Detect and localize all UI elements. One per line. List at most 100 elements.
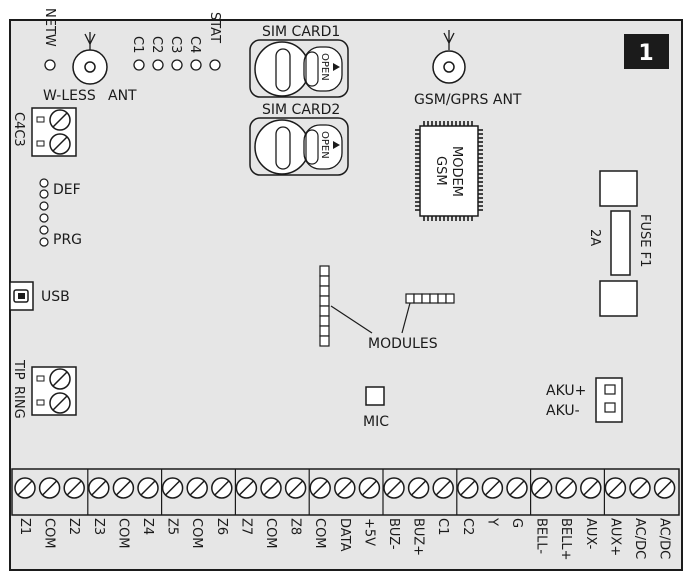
figure-badge [624, 34, 669, 69]
sim-card2-holder: OPEN [249, 117, 349, 176]
terminal-label: DATA [337, 518, 352, 552]
terminal-label: Z8 [288, 518, 303, 535]
terminal-screw [604, 477, 627, 499]
c4c3-screw-terminal [31, 107, 77, 157]
terminal-label: BELL+ [558, 518, 573, 561]
led-c1: C1 [130, 36, 145, 71]
terminal-screw [334, 477, 356, 499]
modem-label: MODEM [449, 146, 464, 197]
terminal-screw [457, 477, 479, 499]
terminal-screw [260, 477, 282, 499]
terminal-label: Z1 [17, 518, 32, 535]
gsm-modem-chip: GSM MODEM [415, 121, 483, 221]
netw-led [44, 59, 56, 71]
terminal-label: Z2 [66, 518, 81, 535]
usb-port-icon[interactable] [9, 281, 34, 311]
terminal-screw [186, 477, 208, 499]
terminal-screw [309, 477, 331, 499]
tip-ring-screw-terminal [31, 366, 77, 416]
terminal-label: G [509, 518, 524, 528]
fuse-label: FUSE F1 [637, 214, 652, 267]
terminal-screw [161, 477, 184, 499]
terminal-screw [481, 477, 504, 499]
terminal-label: COM [115, 518, 130, 549]
prg-label: PRG [53, 232, 82, 248]
modules-leader-line-2 [401, 302, 411, 334]
led-label-c2: C2 [149, 36, 164, 53]
terminal-screw [506, 477, 528, 499]
terminal-screw [284, 477, 307, 499]
sim2-open-label: OPEN [319, 131, 330, 159]
terminal-screw [358, 477, 381, 499]
fuse-body [610, 210, 631, 276]
terminal-strip [11, 468, 680, 516]
terminal-screw [383, 477, 405, 499]
terminal-screw [555, 477, 577, 499]
netw-label: NETW [42, 8, 57, 47]
terminal-screw [211, 477, 233, 499]
terminal-label: AUX+ [607, 518, 622, 556]
terminal-label: C1 [435, 518, 450, 535]
tip-label: TIP [11, 359, 26, 380]
fuse-pad-top [599, 170, 638, 207]
terminal-screw [580, 477, 602, 499]
ring-label: RING [11, 386, 26, 419]
led-label-stat: STAT [207, 12, 222, 43]
mic-label: MIC [363, 414, 389, 430]
terminal-label: BELL- [534, 518, 549, 554]
c4c3-label: C4C3 [11, 112, 26, 147]
aku-connector [595, 377, 623, 423]
terminal-label: AC/DC [632, 518, 647, 559]
terminal-label: COM [312, 518, 327, 549]
sim-card2-label: SIM CARD2 [262, 102, 340, 118]
terminal-screw [629, 477, 651, 499]
fuse-rating-label: 2A [587, 229, 602, 246]
terminal-label: BUZ- [386, 518, 401, 550]
terminal-label: COM [189, 518, 204, 549]
terminal-screw [653, 477, 676, 499]
terminal-label: Z5 [165, 518, 180, 535]
mic-pad [365, 386, 385, 406]
gsm-antenna-icon [432, 30, 466, 84]
terminal-label: Z7 [238, 518, 253, 535]
fuse-pad-bottom [599, 280, 638, 317]
terminal-screw [407, 477, 430, 499]
status-leds: C1 C2 C3 C4 STAT [130, 12, 222, 71]
gsm-label: GSM [433, 156, 448, 186]
terminal-label: AC/DC [657, 518, 672, 559]
gsm-ant-label: GSM/GPRS ANT [414, 92, 522, 108]
modules-leader-line [330, 305, 373, 334]
terminal-screw [63, 477, 85, 499]
terminal-label: C2 [460, 518, 475, 535]
modules-vertical-header [319, 265, 330, 347]
w-less-label: W-LESS [43, 88, 96, 104]
terminal-label: COM [42, 518, 57, 549]
led-c4: C4 [187, 36, 202, 71]
terminal-label: COM [263, 518, 278, 549]
sim-card1-label: SIM CARD1 [262, 24, 340, 40]
aku-minus-label: AKU- [546, 403, 580, 419]
def-label: DEF [53, 182, 81, 198]
terminal-screw [530, 477, 553, 499]
terminal-screw [14, 477, 36, 499]
led-label-c1: C1 [130, 36, 145, 53]
modules-label: MODULES [368, 336, 438, 352]
aku-plus-label: AKU+ [546, 383, 586, 399]
modules-horizontal-header [405, 293, 455, 304]
terminal-screw [235, 477, 258, 499]
terminal-label: BUZ+ [411, 518, 426, 556]
ant-label: ANT [108, 88, 137, 104]
terminal-screw [88, 477, 110, 499]
terminal-screw [38, 477, 61, 499]
terminal-label: +5V [361, 518, 376, 546]
led-label-c3: C3 [168, 36, 183, 53]
led-stat: STAT [207, 12, 222, 71]
terminal-label: Z4 [140, 518, 155, 535]
figure-number: 1 [638, 41, 653, 66]
sim-card1-holder: OPEN [249, 39, 349, 98]
terminal-label: Z3 [91, 518, 106, 535]
terminal-screw [432, 477, 454, 499]
sim1-open-label: OPEN [319, 53, 330, 81]
